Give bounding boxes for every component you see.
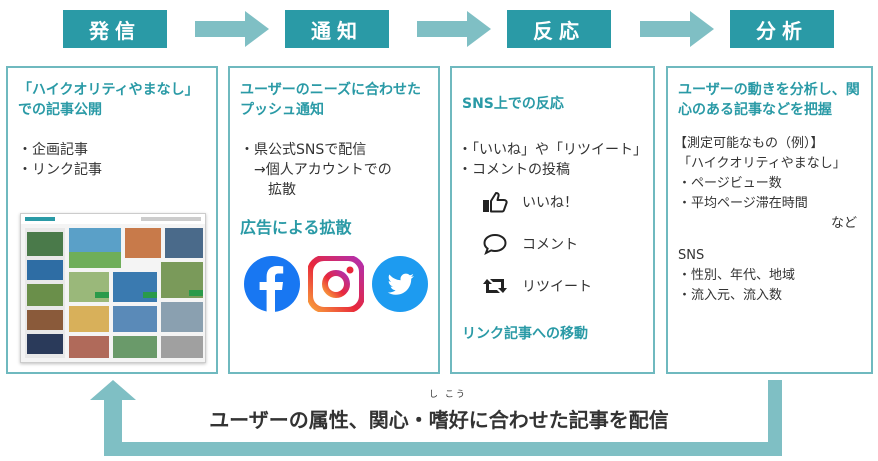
reaction-label: コメント [522,237,578,253]
etc-label: など [830,216,857,231]
stage-bunseki: 分析 [730,10,834,48]
stage-label: 分析 [756,18,808,43]
flow-arrow-icon [195,11,269,47]
ruby-reading: し こう [429,390,467,400]
reaction-label: リツイート [522,279,592,295]
stage-hannou: 反応 [507,10,611,48]
list-item: ・企画記事 [18,142,88,158]
panel-heading: 「ハイクオリティやまなし」での記事公開 [18,82,199,118]
reaction-like: いいね！ [482,190,643,214]
list-item: ・コメントの投稿 [458,162,570,178]
thumbs-up-icon [483,192,508,213]
sns-title: SNS [678,248,705,263]
retweet-icon [483,279,507,293]
twitter-icon [372,256,428,312]
facebook-icon [244,256,300,312]
ad-heading: 広告による拡散 [240,218,352,237]
stage-tsuchi: 通知 [285,10,389,48]
footer-text: ユーザーの属性、関心・嗜好に合わせた記事を配信 [209,408,669,432]
panel-publish: 「ハイクオリティやまなし」での記事公開 ・企画記事 ・リンク記事 [6,66,218,374]
panel-analysis: ユーザーの動きを分析し、関心のある記事などを把握 【測定可能なもの（例）】 「ハ… [666,66,873,374]
flow-arrow-icon [417,11,491,47]
link-heading: リンク記事への移動 [462,326,588,342]
sns-icons [244,256,428,312]
instagram-icon [308,256,364,312]
stage-label: 反応 [533,18,585,43]
reaction-label: いいね！ [522,195,578,211]
measure-title: 【測定可能なもの（例）】 [674,136,824,151]
stage-label: 発信 [89,18,141,43]
reaction-retweet: リツイート [482,274,643,298]
measure-list: 「ハイクオリティやまなし」 ・ページビュー数 ・平均ページ滞在時間 [678,156,846,211]
sns-list: ・性別、年代、地域 ・流入元、流入数 [678,268,796,303]
panel-heading: ユーザーの動きを分析し、関心のある記事などを把握 [678,82,860,118]
flow-arrow-icon [640,11,714,47]
notify-list: ・県公式SNSで配信 →個人アカウントでの 拡散 [240,142,392,198]
speech-bubble-icon [483,233,507,255]
feedback-arrow-icon [90,380,782,456]
panel-notify: ユーザーのニーズに合わせたプッシュ通知 ・県公式SNSで配信 →個人アカウントで… [228,66,440,374]
stage-hasshin: 発信 [63,10,167,48]
website-screenshot [20,213,206,363]
stage-label: 通知 [311,18,363,43]
panel-heading: SNS上での反応 [462,96,564,112]
list-item: ・「いいね」や「リツイート」 [458,142,647,158]
panel-heading: ユーザーのニーズに合わせたプッシュ通知 [240,82,422,118]
list-item: ・リンク記事 [18,162,102,178]
reaction-comment: コメント [482,232,643,256]
panel-reaction: SNS上での反応 ・「いいね」や「リツイート」 ・コメントの投稿 いいね！ コメ… [450,66,655,374]
